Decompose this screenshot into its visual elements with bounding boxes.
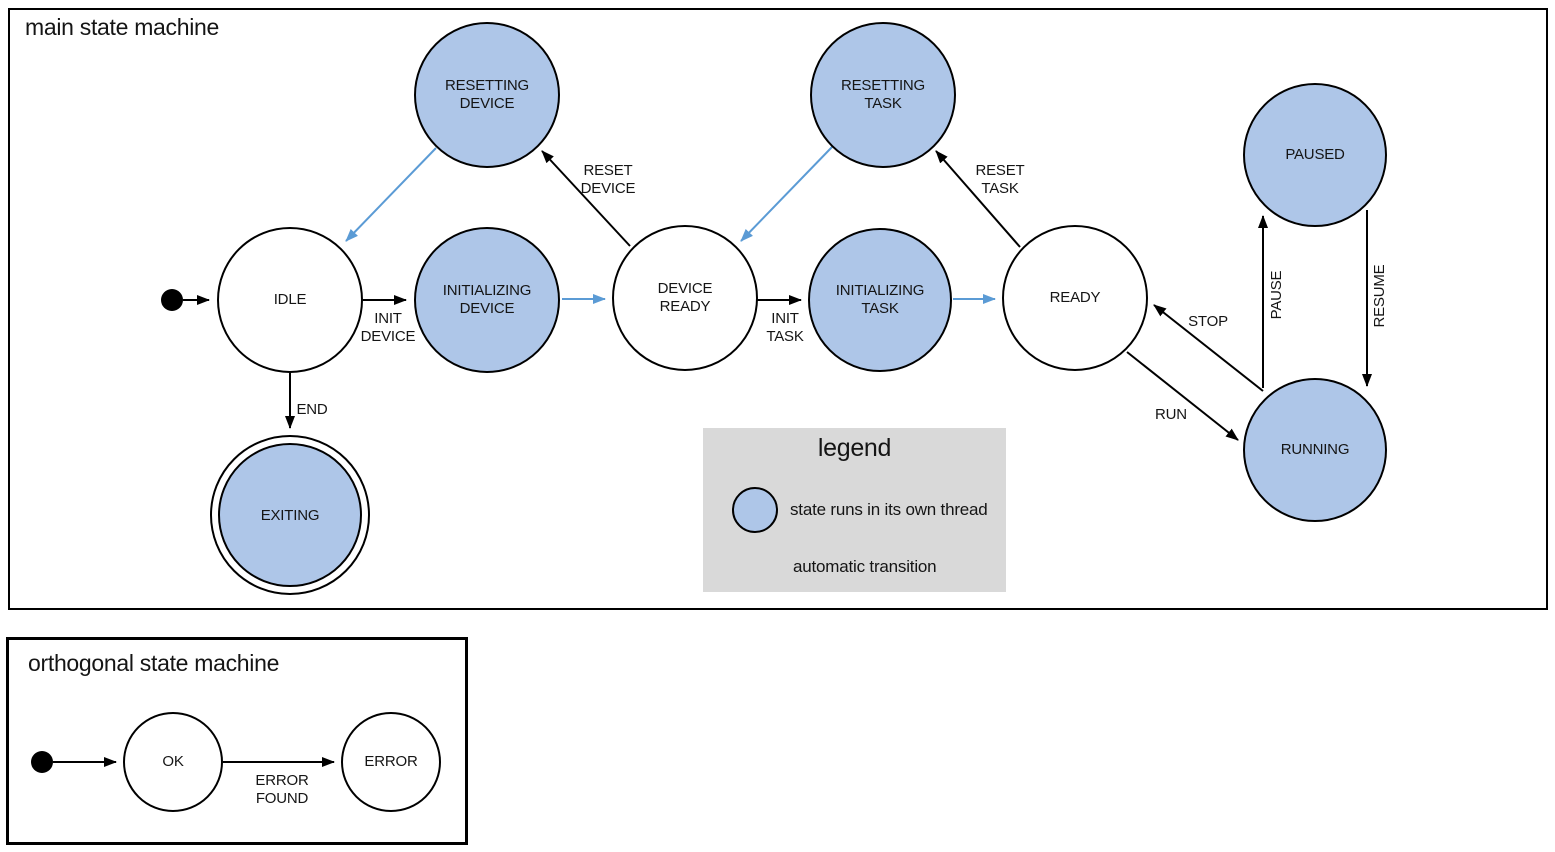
state-resetting-task: RESETTING TASK [810,22,956,168]
state-ok: OK [123,712,223,812]
label-init-task: INIT TASK [766,310,804,345]
label-error-found: ERROR FOUND [255,772,309,807]
state-initializing-device: INITIALIZING DEVICE [414,227,560,373]
label-stop: STOP [1188,313,1228,330]
main-panel-title: main state machine [25,14,220,40]
edge-run [1126,351,1239,441]
legend-threaded-state-icon [732,487,778,533]
label-run: RUN [1155,406,1187,423]
label-reset-device: RESET DEVICE [580,162,636,197]
legend-box: legend state runs in its own thread auto… [703,428,1006,592]
state-ready: READY [1002,225,1148,371]
orthogonal-initial-state-dot [31,751,53,773]
edge-auto-resetting-task-to-device-ready [740,146,833,242]
label-end: END [296,401,328,418]
state-exiting-final-ring: EXITING [210,435,370,595]
state-error: ERROR [341,712,441,812]
state-paused: PAUSED [1243,83,1387,227]
legend-item-automatic-transition: automatic transition [793,557,937,576]
label-init-device: INIT DEVICE [360,310,416,345]
edge-reset-device [541,150,631,247]
label-reset-task: RESET TASK [975,162,1025,197]
main-initial-state-dot [161,289,183,311]
state-exiting: EXITING [218,443,362,587]
orthogonal-panel-title: orthogonal state machine [28,650,280,676]
state-device-ready: DEVICE READY [612,225,758,371]
edge-auto-resetting-device-to-idle [345,147,437,242]
state-idle: IDLE [217,227,363,373]
edge-reset-task [935,150,1021,248]
label-resume: RESUME [1371,264,1388,328]
legend-title: legend [817,434,892,462]
label-pause: PAUSE [1268,270,1285,320]
state-running: RUNNING [1243,378,1387,522]
state-resetting-device: RESETTING DEVICE [414,22,560,168]
legend-item-threaded-state: state runs in its own thread [790,500,988,519]
state-initializing-task: INITIALIZING TASK [808,228,952,372]
edge-stop [1153,304,1264,392]
